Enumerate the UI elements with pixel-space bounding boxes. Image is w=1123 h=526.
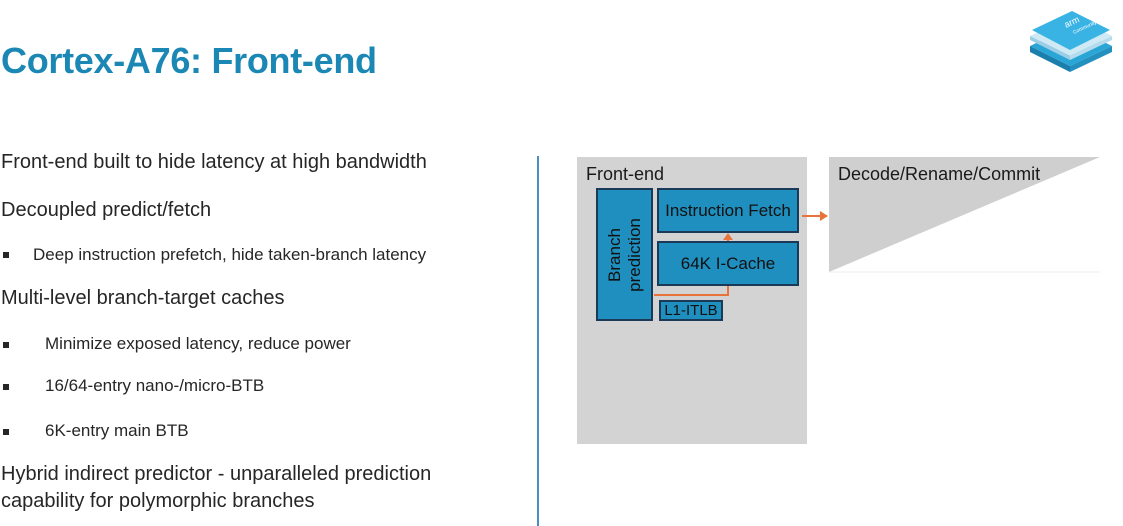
- bullet-list: Front-end built to hide latency at high …: [0, 0, 530, 526]
- decode-rename-commit-label: Decode/Rename/Commit: [838, 164, 1041, 184]
- bullet-frontend-latency: Front-end built to hide latency at high …: [1, 151, 427, 173]
- decode-wedge: [829, 157, 1100, 272]
- arm-community-logo: arm Community: [1030, 11, 1112, 72]
- frontend-label: Front-end: [586, 164, 665, 184]
- itlb-block: L1-ITLB: [659, 300, 723, 321]
- branch-prediction-block: Branch prediction: [596, 188, 653, 321]
- bullet-marker: [3, 342, 9, 348]
- icache-to-fetch-arrowhead: [723, 233, 733, 240]
- bullet-marker: [3, 384, 9, 390]
- bullet-decoupled: Decoupled predict/fetch: [1, 199, 212, 221]
- bullet-nano-micro-btb: 16/64-entry nano-/micro-BTB: [45, 376, 265, 395]
- itlb-to-icache-connector: [654, 286, 729, 296]
- bullet-multi-level-btb: Multi-level branch-target caches: [1, 287, 285, 309]
- bullet-marker: [3, 252, 9, 258]
- icache-block: 64K I-Cache: [657, 241, 799, 286]
- fetch-to-decode-arrowhead: [820, 211, 828, 221]
- instruction-fetch-block: Instruction Fetch: [657, 188, 799, 233]
- divider-line: [537, 156, 539, 526]
- bullet-deep-prefetch: Deep instruction prefetch, hide taken-br…: [33, 245, 427, 264]
- bullet-minimize-latency: Minimize exposed latency, reduce power: [45, 334, 351, 353]
- bullet-main-btb: 6K-entry main BTB: [45, 421, 189, 440]
- bullet-hybrid-indirect: Hybrid indirect predictor - unparalleled…: [1, 463, 432, 485]
- slide-title: Cortex-A76: Front-end: [1, 40, 377, 81]
- bullet-hybrid-indirect-cont: capability for polymorphic branches: [1, 490, 315, 512]
- bullet-marker: [3, 429, 9, 435]
